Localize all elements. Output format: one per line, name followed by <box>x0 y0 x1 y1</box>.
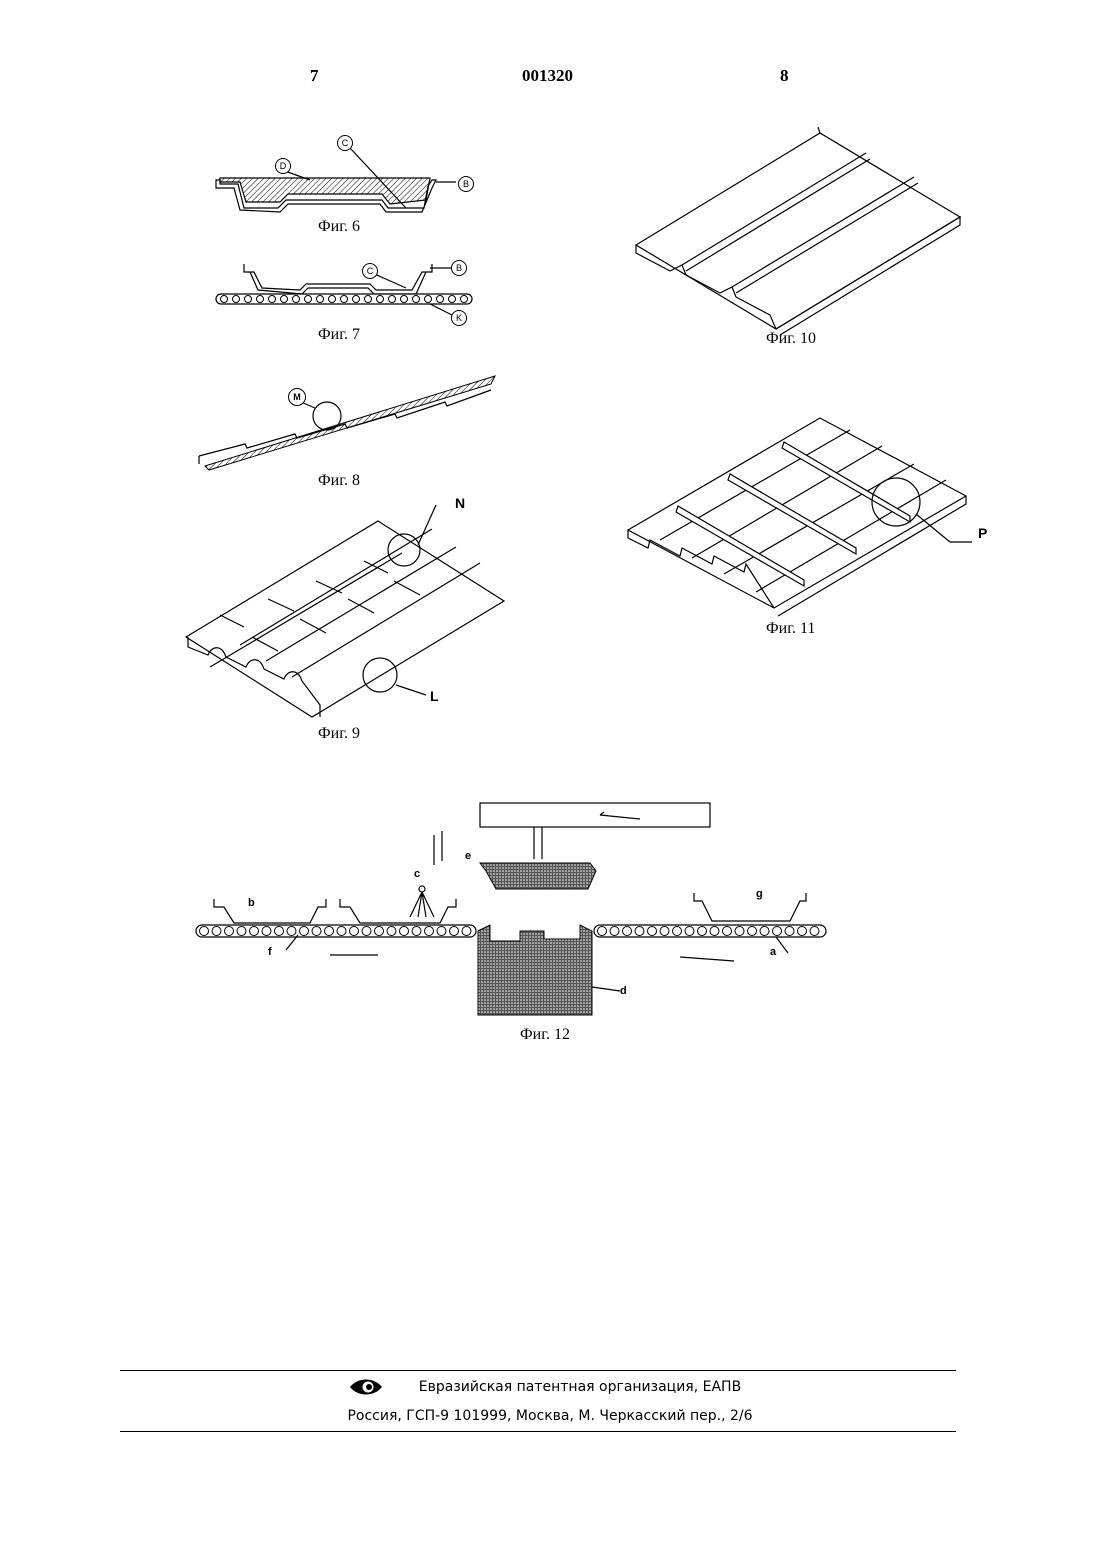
fig12-label-b: b <box>248 897 255 909</box>
conveyor-roller <box>312 927 321 936</box>
fig10-grooved-panel <box>630 125 970 335</box>
conveyor-roller <box>221 296 228 303</box>
conveyor-roller <box>785 927 794 936</box>
conveyor-roller <box>798 927 807 936</box>
fig6-label-d: D <box>275 158 291 174</box>
conveyor-roller <box>317 296 324 303</box>
conveyor-roller <box>461 296 468 303</box>
conveyor-roller <box>760 927 769 936</box>
document-number: 001320 <box>522 66 573 86</box>
conveyor-roller <box>257 296 264 303</box>
conveyor-roller <box>648 927 657 936</box>
fig12-production-line <box>190 795 830 1025</box>
fig8-caption: Фиг. 8 <box>318 472 360 490</box>
fig12-label-f: f <box>268 946 272 958</box>
fig12-label-e: e <box>465 850 471 862</box>
fig12-label-d: d <box>620 985 627 997</box>
conveyor-roller <box>262 927 271 936</box>
fig6-label-b: B <box>458 176 474 192</box>
conveyor-roller <box>287 927 296 936</box>
conveyor-roller <box>437 296 444 303</box>
conveyor-roller <box>710 927 719 936</box>
conveyor-roller <box>723 927 732 936</box>
fig12-label-a: a <box>770 946 776 958</box>
conveyor-roller <box>748 927 757 936</box>
conveyor-roller <box>773 927 782 936</box>
conveyor-roller <box>449 296 456 303</box>
page-number-right: 8 <box>780 66 789 86</box>
conveyor-roller <box>400 927 409 936</box>
fig12-label-c: c <box>414 868 420 880</box>
conveyor-roller <box>387 927 396 936</box>
conveyor-roller <box>325 927 334 936</box>
conveyor-roller <box>275 927 284 936</box>
fig7-label-b: B <box>451 260 467 276</box>
fig9-label-n: N <box>455 495 465 511</box>
conveyor-roller <box>337 927 346 936</box>
footer-organization: Евразийская патентная организация, ЕАПВ <box>0 1379 1100 1395</box>
conveyor-roller <box>237 927 246 936</box>
conveyor-roller <box>425 296 432 303</box>
conveyor-roller <box>685 927 694 936</box>
fig11-caption: Фиг. 11 <box>766 620 815 638</box>
fig11-battened-panel <box>620 410 1000 620</box>
fig10-caption: Фиг. 10 <box>766 330 816 348</box>
conveyor-roller <box>293 296 300 303</box>
conveyor-roller <box>425 927 434 936</box>
conveyor-roller <box>341 296 348 303</box>
fig6-label-c: C <box>337 135 353 151</box>
conveyor-roller <box>350 927 359 936</box>
footer-address: Россия, ГСП-9 101999, Москва, М. Черкасс… <box>0 1408 1100 1424</box>
conveyor-roller <box>212 927 221 936</box>
conveyor-roller <box>450 927 459 936</box>
conveyor-roller <box>412 927 421 936</box>
conveyor-roller <box>437 927 446 936</box>
conveyor-roller <box>225 927 234 936</box>
conveyor-roller <box>269 296 276 303</box>
fig7-tray-conveyor <box>210 258 480 318</box>
conveyor-roller <box>375 927 384 936</box>
conveyor-roller <box>389 296 396 303</box>
fig6-caption: Фиг. 6 <box>318 218 360 236</box>
conveyor-roller <box>233 296 240 303</box>
conveyor-roller <box>462 927 471 936</box>
conveyor-roller <box>300 927 309 936</box>
fig8-roof-slope <box>195 370 505 470</box>
conveyor-roller <box>329 296 336 303</box>
page-number-left: 7 <box>310 66 319 86</box>
fig12-caption: Фиг. 12 <box>520 1026 570 1044</box>
fig7-caption: Фиг. 7 <box>318 326 360 344</box>
conveyor-roller <box>353 296 360 303</box>
conveyor-roller <box>810 927 819 936</box>
conveyor-roller <box>413 296 420 303</box>
conveyor-roller <box>305 296 312 303</box>
conveyor-roller <box>673 927 682 936</box>
conveyor-roller <box>698 927 707 936</box>
conveyor-roller <box>735 927 744 936</box>
fig8-label-m: M <box>288 388 306 406</box>
footer-top-rule <box>120 1370 956 1371</box>
conveyor-roller <box>623 927 632 936</box>
footer-bottom-rule <box>120 1431 956 1432</box>
conveyor-roller <box>401 296 408 303</box>
fig7-label-c: C <box>362 263 378 279</box>
conveyor-roller <box>660 927 669 936</box>
conveyor-roller <box>635 927 644 936</box>
fig7-label-k: K <box>451 310 467 326</box>
conveyor-roller <box>250 927 259 936</box>
conveyor-roller <box>365 296 372 303</box>
conveyor-roller <box>598 927 607 936</box>
fig9-label-l: L <box>430 688 439 704</box>
conveyor-roller <box>200 927 209 936</box>
conveyor-roller <box>362 927 371 936</box>
fig11-label-p: P <box>978 525 987 541</box>
conveyor-roller <box>610 927 619 936</box>
conveyor-roller <box>281 296 288 303</box>
fig9-caption: Фиг. 9 <box>318 725 360 743</box>
conveyor-roller <box>245 296 252 303</box>
fig12-label-g: g <box>756 888 763 900</box>
conveyor-roller <box>377 296 384 303</box>
